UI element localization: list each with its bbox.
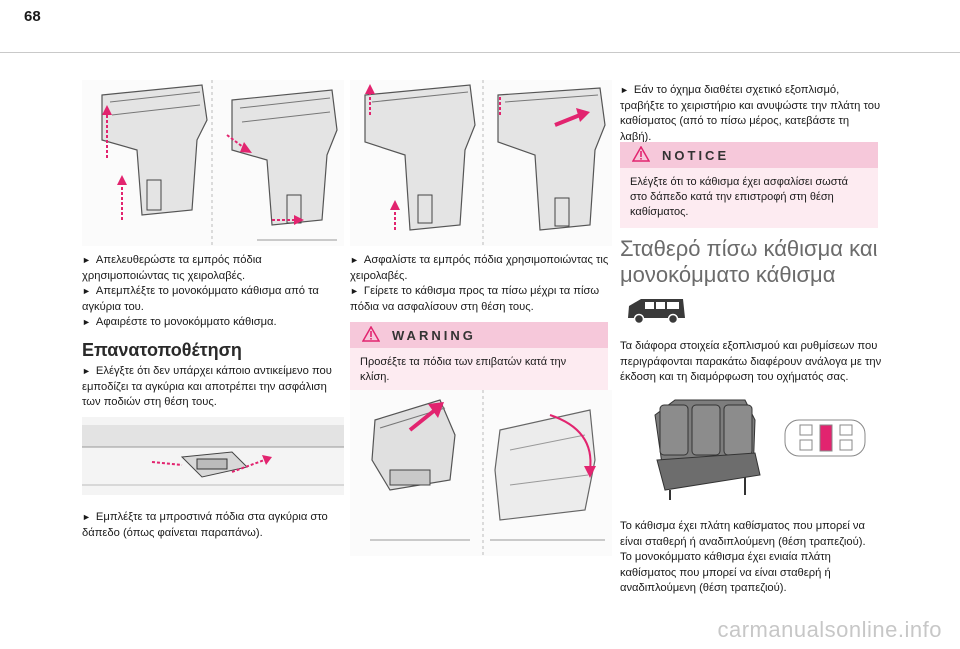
bullet-arrow-icon: ► <box>82 286 91 296</box>
col1-bullets-2: ►Ελέγξτε ότι δεν υπάρχει κάποιο αντικείμ… <box>82 364 344 411</box>
warning-text: Προσέξτε τα πόδια των επιβατών κατά την … <box>360 356 567 383</box>
bullet-item: ►Εάν το όχημα διαθέτει σχετικό εξοπλισμό… <box>620 84 881 143</box>
bullet-arrow-icon: ► <box>620 85 629 95</box>
section-heading-fixed-seat: Σταθερό πίσω κάθισμα και μονοκόμματο κάθ… <box>620 236 878 287</box>
warning-triangle-icon <box>361 324 381 345</box>
bullet-item: ►Εμπλέξτε τα μπροστινά πόδια στα αγκύρια… <box>82 511 328 539</box>
warning-band: WARNING <box>350 322 608 348</box>
col3-bullets: ►Εάν το όχημα διαθέτει σχετικό εξοπλισμό… <box>620 83 882 145</box>
warning-title: WARNING <box>392 327 476 343</box>
col3-body: Το κάθισμα έχει πλάτη καθίσματος που μπο… <box>620 520 866 594</box>
figure-release-front-legs <box>82 80 344 246</box>
watermark: carmanualsonline.info <box>717 617 942 642</box>
bullet-arrow-icon: ► <box>82 366 91 376</box>
notice-title: NOTICE <box>662 147 730 163</box>
figure-lock-front-legs <box>350 80 612 246</box>
col3-intro: Τα διάφορα στοιχεία εξοπλισμού και ρυθμί… <box>620 340 882 383</box>
bullet-arrow-icon: ► <box>82 317 91 327</box>
notice-box: NOTICE Ελέγξτε ότι το κάθισμα έχει ασφαλ… <box>620 142 878 228</box>
header-rule <box>0 52 960 53</box>
bullet-arrow-icon: ► <box>82 512 91 522</box>
col1-bullets: ►Απελευθερώστε τα εμπρός πόδια χρησιμοπο… <box>82 253 344 331</box>
bullet-arrow-icon: ► <box>82 255 91 265</box>
notice-text: Ελέγξτε ότι το κάθισμα έχει ασφαλίσει σω… <box>630 176 849 218</box>
col2-bullets: ►Ασφαλίστε τα εμπρός πόδια χρησιμοποιώντ… <box>350 253 612 315</box>
bullet-item: ►Αφαιρέστε το μονοκόμματο κάθισμα. <box>82 316 277 328</box>
van-icon <box>625 296 687 326</box>
page-number: 68 <box>24 8 41 25</box>
bullet-arrow-icon: ► <box>350 286 359 296</box>
bullet-arrow-icon: ► <box>350 255 359 265</box>
figure-bench-seat <box>645 395 873 503</box>
bullet-item: ►Γείρετε το κάθισμα προς τα πίσω μέχρι τ… <box>350 285 600 313</box>
figure-tilt-seat <box>350 390 612 556</box>
notice-band: NOTICE <box>620 142 878 168</box>
bullet-item: ►Ελέγξτε ότι δεν υπάρχει κάποιο αντικείμ… <box>82 365 332 408</box>
warning-box: WARNING Προσέξτε τα πόδια των επιβατών κ… <box>350 322 608 393</box>
bullet-item: ►Ασφαλίστε τα εμπρός πόδια χρησιμοποιώντ… <box>350 254 609 282</box>
bullet-item: ►Απελευθερώστε τα εμπρός πόδια χρησιμοπο… <box>82 254 262 282</box>
bullet-item: ►Απεμπλέξτε το μονοκόμματο κάθισμα από τ… <box>82 285 319 313</box>
section-heading-refit: Επανατοποθέτηση <box>82 340 242 360</box>
col1-bullets-3: ►Εμπλέξτε τα μπροστινά πόδια στα αγκύρια… <box>82 510 344 541</box>
figure-floor-anchors <box>82 417 344 495</box>
notice-triangle-icon <box>631 144 651 165</box>
